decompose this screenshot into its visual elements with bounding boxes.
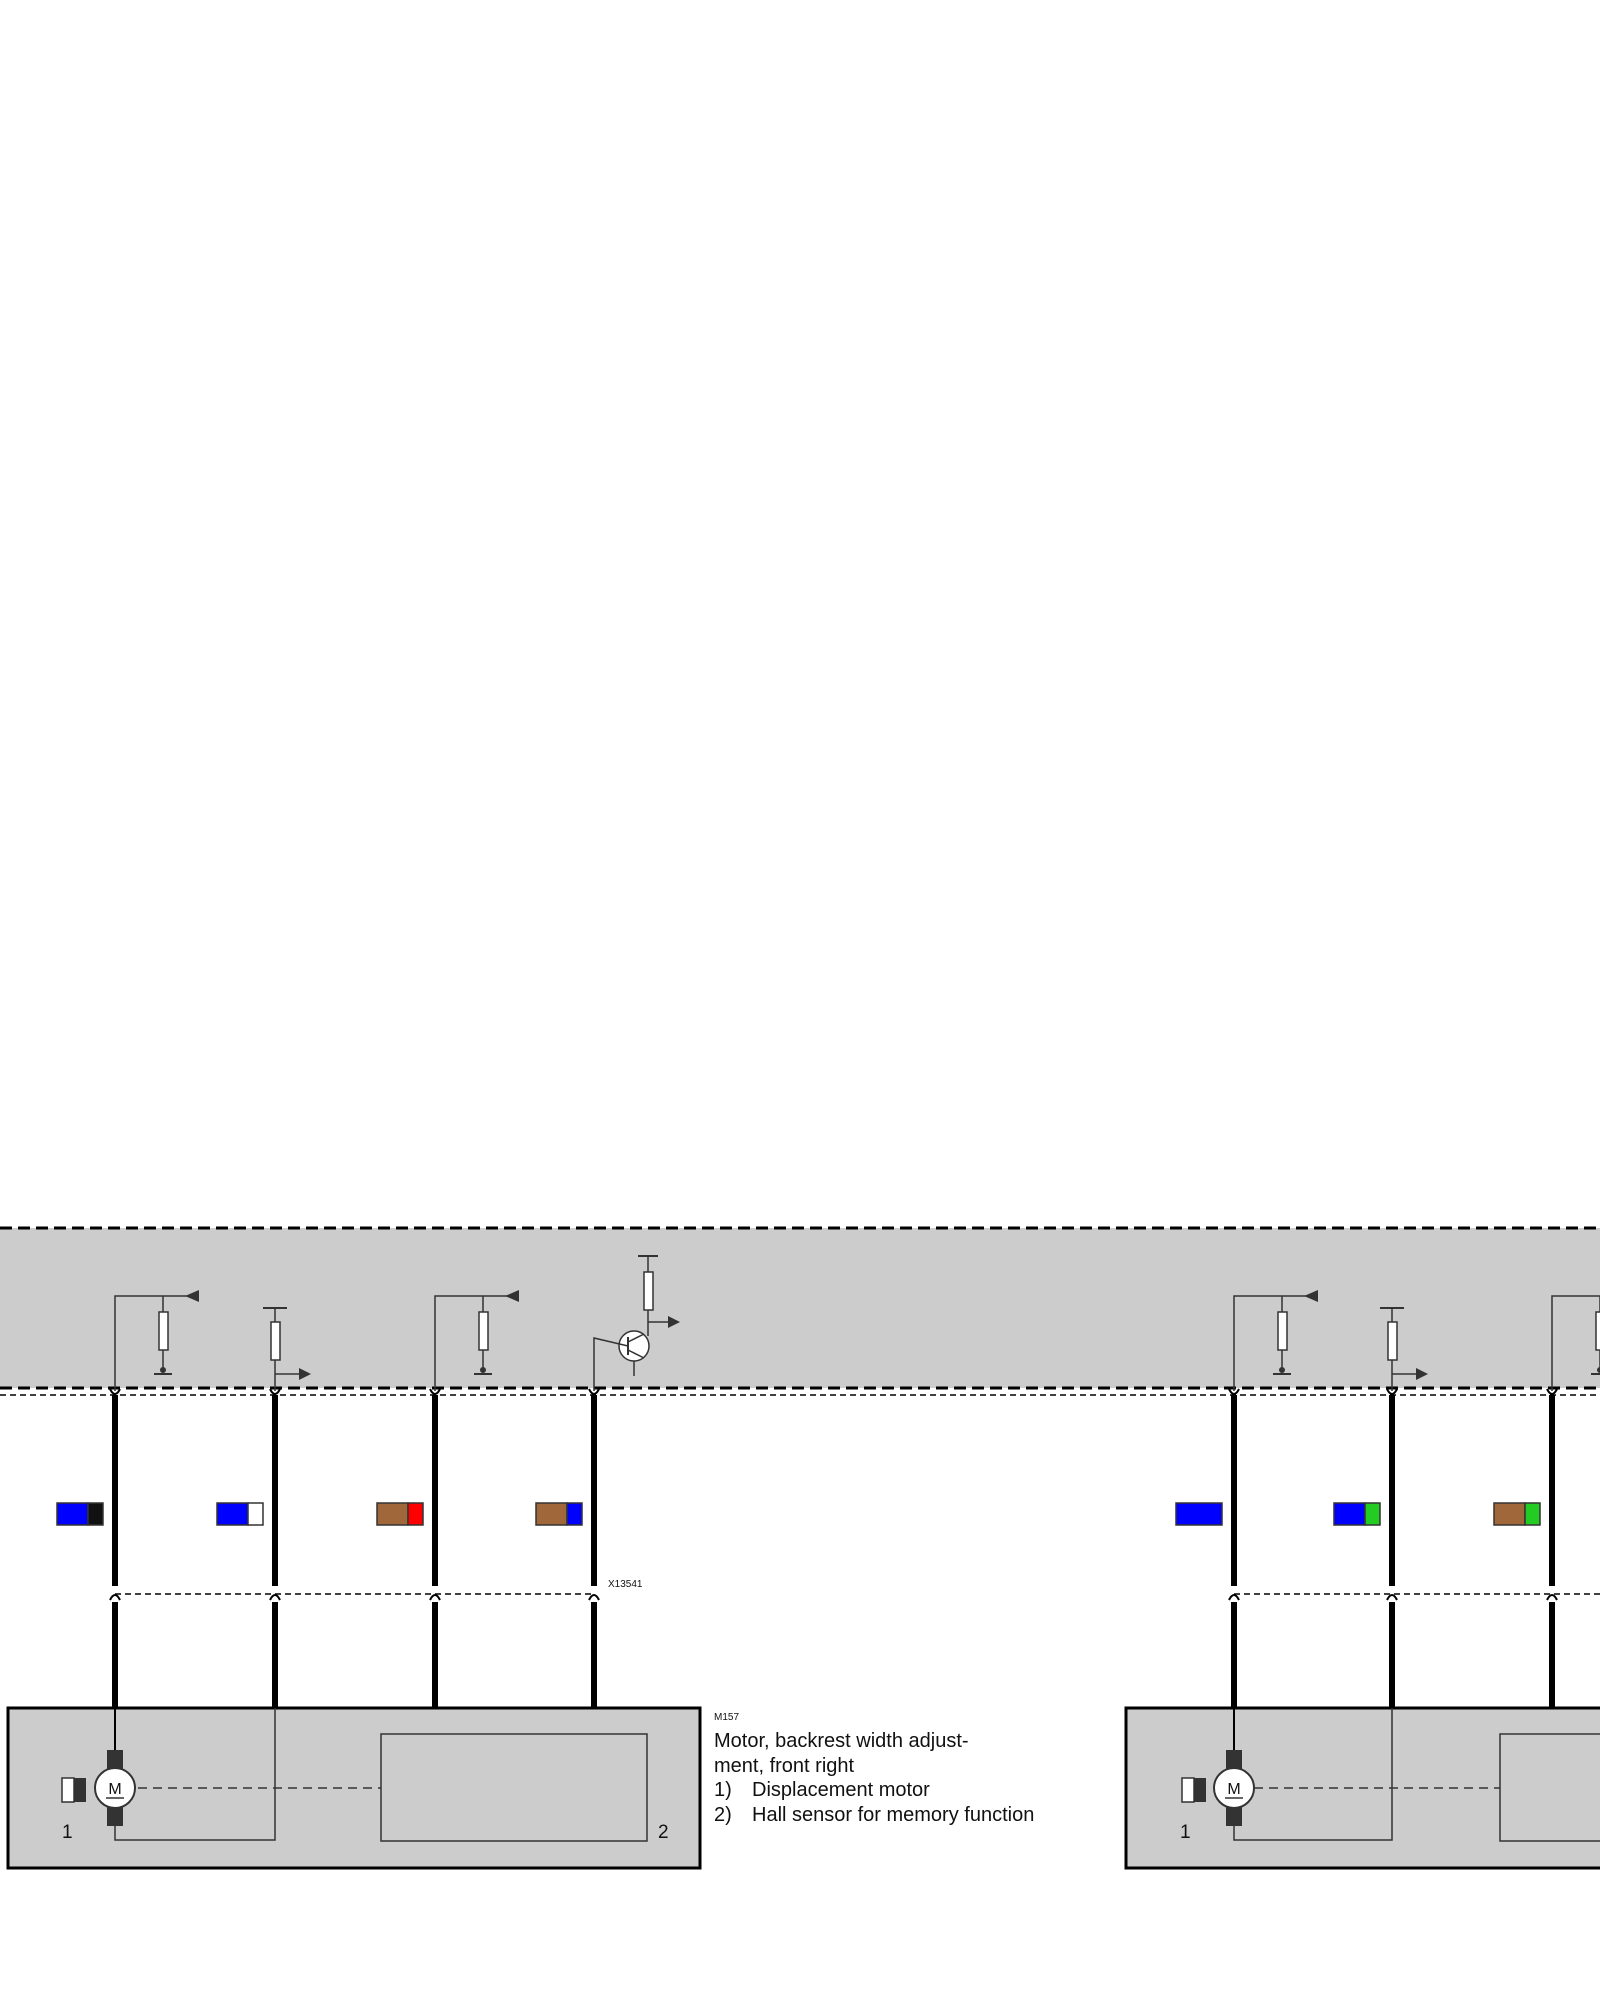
resistor-icon (1387, 1321, 1398, 1361)
connector-id: X13541 (608, 1579, 643, 1590)
gear-icon (61, 1777, 75, 1803)
color-swatch (1493, 1502, 1541, 1526)
output-arrow-icon (668, 1316, 680, 1328)
component-desc-line-2: ment, front right (714, 1755, 855, 1777)
gear-icon (1181, 1777, 1195, 1803)
internal-circuit-supply_switch (263, 1307, 311, 1391)
wire-group-second-harness (1175, 1290, 1600, 1708)
component-m157-description: M157 Motor, backrest width adjust- ment,… (714, 1712, 1034, 1826)
resistor-icon (270, 1321, 281, 1361)
motor-symbol: M (1227, 1781, 1240, 1798)
wire-group-backrest-width (56, 1255, 680, 1708)
color-swatch (535, 1502, 583, 1526)
motor-icon (94, 1767, 136, 1809)
color-swatch (216, 1502, 264, 1526)
marker-1: 1 (62, 1822, 73, 1843)
item-2-text: Hall sensor for memory function (752, 1804, 1034, 1826)
switch-arrow-icon (185, 1290, 199, 1302)
transistor-icon (618, 1330, 650, 1362)
marker-1: 1 (1180, 1822, 1191, 1843)
switch-arrow-icon (505, 1290, 519, 1302)
item-1-text: Displacement motor (752, 1779, 930, 1801)
component-desc-line-1: Motor, backrest width adjust- (714, 1730, 969, 1752)
color-swatch (56, 1502, 104, 1526)
wire-lkv-bf (1333, 1307, 1428, 1708)
marker-2: 2 (658, 1822, 669, 1843)
output-arrow-icon (1416, 1368, 1428, 1380)
wire-lkv-bf (1175, 1290, 1318, 1708)
motor-symbol: M (108, 1781, 121, 1798)
wire-lbv1bf (56, 1290, 199, 1708)
internal-circuit-transistor (593, 1255, 680, 1391)
component-m157-housing: M 1 2 (6, 1706, 702, 1870)
output-arrow-icon (299, 1368, 311, 1380)
wire-lbvhmbf (376, 1290, 519, 1708)
internal-circuit-ground_switch (1551, 1295, 1600, 1391)
motor-icon (1213, 1767, 1255, 1809)
resistor-icon (643, 1271, 654, 1311)
resistor-icon (478, 1311, 489, 1351)
wire-lbv2bf (216, 1307, 311, 1708)
internal-circuit-ground_switch (1233, 1290, 1318, 1391)
internal-circuit-ground_switch (434, 1290, 519, 1391)
internal-circuit-supply_switch (1380, 1307, 1428, 1391)
color-swatch (1333, 1502, 1381, 1526)
lower-connector: X13541 (115, 1579, 1600, 1595)
wire-lkv (1493, 1295, 1600, 1708)
resistor-icon (158, 1311, 169, 1351)
switch-arrow-icon (1304, 1290, 1318, 1302)
color-swatch (1175, 1502, 1223, 1526)
wire-lbvhsbf (535, 1255, 680, 1708)
component-id: M157 (714, 1712, 739, 1723)
component-second-housing: M 1 (1124, 1706, 1600, 1870)
item-2-num: 2) (714, 1804, 732, 1826)
color-swatch (376, 1502, 424, 1526)
item-1-num: 1) (714, 1779, 732, 1801)
internal-circuit-ground_switch (114, 1290, 199, 1391)
resistor-icon (1595, 1311, 1600, 1351)
resistor-icon (1277, 1311, 1288, 1351)
control-unit-housing (0, 1226, 1600, 1396)
